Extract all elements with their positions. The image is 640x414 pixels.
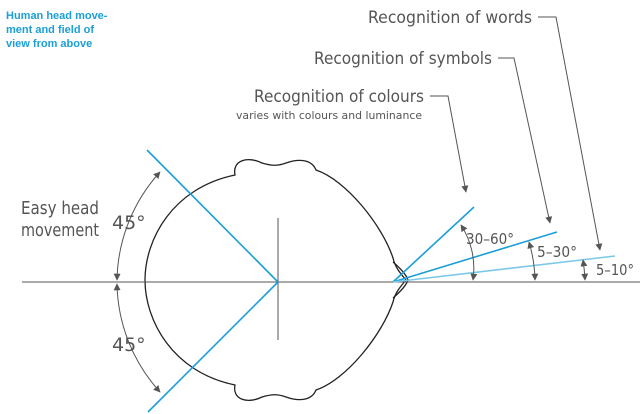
label-easy-head: Easy head [21, 198, 99, 219]
label-colours: Recognition of colours [254, 87, 424, 107]
label-angle-lower: 45° [112, 334, 146, 356]
label-movement: movement [21, 220, 99, 241]
angle-arc-upper [113, 171, 161, 281]
title-line: view from above [6, 38, 93, 50]
label-range-colours: 30–60° [466, 230, 514, 248]
range-arc-symbols [527, 241, 539, 281]
head-movement-upper-line [146, 149, 279, 283]
fov-colours-line [392, 206, 475, 283]
label-angle-upper: 45° [112, 212, 146, 234]
label-colours-note: varies with colours and luminance [236, 109, 422, 122]
fov-words-line [392, 255, 616, 283]
title-line: ment and field of [6, 24, 94, 36]
label-range-words: 5–10° [596, 261, 634, 279]
label-words: Recognition of words [368, 8, 532, 28]
label-range-symbols: 5–30° [537, 243, 577, 261]
range-arc-colours [460, 224, 478, 281]
range-arc-words [580, 259, 589, 281]
leader-symbols [498, 57, 553, 224]
leader-colours [430, 95, 469, 193]
leader-words [538, 16, 603, 251]
title-line: Human head move- [6, 10, 108, 22]
head-movement-lower-line [147, 281, 279, 413]
angle-arc-lower [113, 283, 161, 393]
diagram-title: Human head move- ment and field of view … [6, 9, 146, 51]
label-symbols: Recognition of symbols [314, 49, 492, 69]
